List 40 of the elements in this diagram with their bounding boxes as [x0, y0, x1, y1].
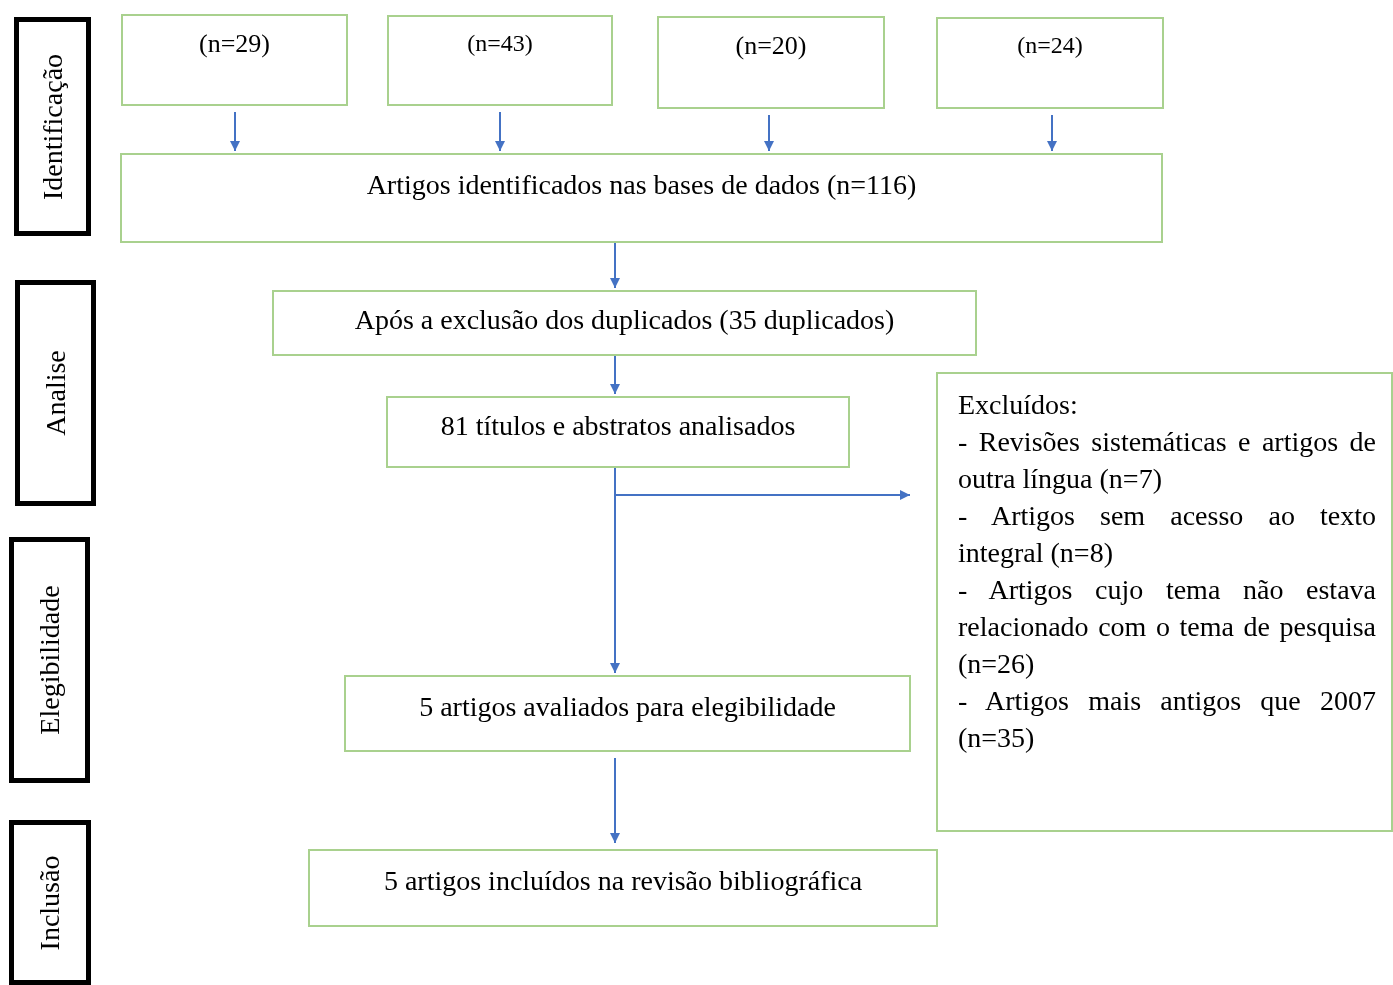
record-count: (n=43) [466, 29, 534, 58]
stage-label-box [9, 820, 91, 985]
stage-label: Analise [39, 350, 72, 436]
process-box [344, 675, 911, 752]
exclusion-box [936, 372, 1393, 832]
process-box [657, 16, 885, 109]
exclusion-reason: - Artigos cujo tema não estava relacionado com o tema de pesquisa (n=26) [958, 573, 1376, 681]
stage-label-box [15, 280, 96, 506]
stage-label-box [14, 17, 91, 236]
record-count: (n=29) [198, 28, 271, 60]
process-box [387, 15, 613, 106]
step-text: Após a exclusão dos duplicados (35 duplicados) [353, 304, 896, 336]
arrow [230, 111, 240, 152]
arrow [610, 757, 620, 844]
process-box [121, 14, 348, 106]
exclusion-heading: Excluídos: [958, 388, 1079, 422]
stage-label-box [9, 537, 90, 783]
arrow [610, 242, 620, 289]
exclusion-reason: - Revisões sistemáticas e artigos de outra língua (n=7) [958, 425, 1376, 496]
exclusion-reason: - Artigos mais antigos que 2007 (n=35) [958, 684, 1376, 755]
arrow [764, 114, 774, 152]
stage-label: Inclusão [34, 855, 66, 950]
step-text: 81 títulos e abstratos analisados [439, 410, 797, 442]
process-box [386, 396, 850, 468]
step-text: 5 artigos avaliados para elegibilidade [418, 691, 837, 723]
arrow [610, 355, 620, 395]
arrow [614, 467, 911, 500]
arrow [495, 111, 505, 152]
stage-label: Elegibilidade [33, 585, 66, 735]
process-box [272, 290, 977, 356]
exclusion-reason: - Artigos sem acesso ao texto integral (n=8) [958, 499, 1376, 570]
process-box [308, 849, 938, 927]
stage-label: Identificação [36, 53, 69, 200]
record-count: (n=24) [1016, 31, 1084, 60]
step-text: Artigos identificados nas bases de dados (n=116) [365, 169, 918, 201]
arrow [1047, 114, 1057, 152]
process-box [936, 17, 1164, 109]
step-text: 5 artigos incluídos na revisão bibliográfica [382, 865, 864, 897]
process-box [120, 153, 1163, 243]
record-count: (n=20) [734, 30, 808, 62]
